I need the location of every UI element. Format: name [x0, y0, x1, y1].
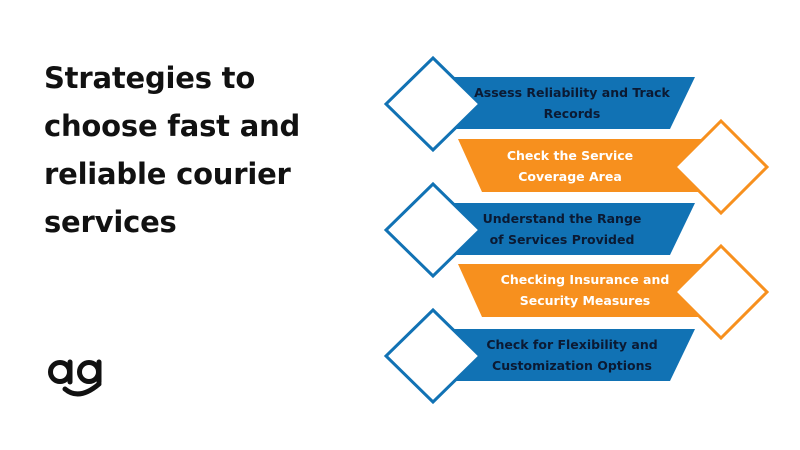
- title-line-2: choose fast and: [44, 109, 301, 143]
- step-2: [458, 118, 770, 216]
- smile-logo-icon: [48, 359, 102, 397]
- title-line-3: reliable courier: [44, 157, 291, 191]
- step-5-line-1: Check for Flexibility and: [486, 337, 658, 352]
- title-line-1: Strategies to: [44, 61, 256, 95]
- step-3-label: Understand the Range of Services Provide…: [462, 208, 662, 250]
- title-line-4: services: [44, 205, 177, 239]
- step-5-label: Check for Flexibility and Customization …: [472, 334, 672, 376]
- step-2-diamond-icon: [672, 118, 770, 216]
- step-5-line-2: Customization Options: [492, 358, 652, 373]
- step-1-diamond-icon: [383, 55, 483, 153]
- step-3-line-1: Understand the Range: [482, 211, 642, 226]
- step-2-line-1: Check the Service: [506, 148, 634, 163]
- step-2-banner: [458, 139, 714, 192]
- page-title: Strategies to choose fast and reliable c…: [44, 54, 344, 246]
- step-5: [383, 307, 695, 405]
- step-1: [383, 55, 695, 153]
- step-3-banner: [440, 203, 695, 255]
- step-3-diamond-icon: [383, 181, 483, 279]
- step-3: [383, 181, 695, 279]
- step-1-label: Assess Reliability and Track Records: [472, 82, 672, 124]
- step-4-label: Checking Insurance and Security Measures: [485, 269, 685, 311]
- step-1-line-1: Assess Reliability and Track: [474, 85, 670, 100]
- step-4-line-1: Checking Insurance and: [500, 272, 670, 287]
- step-4: [458, 243, 770, 341]
- step-2-label: Check the Service Coverage Area: [470, 145, 670, 187]
- step-1-line-2: Records: [543, 106, 601, 121]
- step-5-diamond-icon: [383, 307, 483, 405]
- step-5-banner: [440, 329, 695, 381]
- step-3-line-2: of Services Provided: [489, 232, 635, 247]
- step-2-line-2: Coverage Area: [518, 169, 622, 184]
- step-4-banner: [458, 264, 714, 317]
- step-4-diamond-icon: [672, 243, 770, 341]
- step-1-banner: [440, 77, 695, 129]
- step-4-line-2: Security Measures: [519, 293, 651, 308]
